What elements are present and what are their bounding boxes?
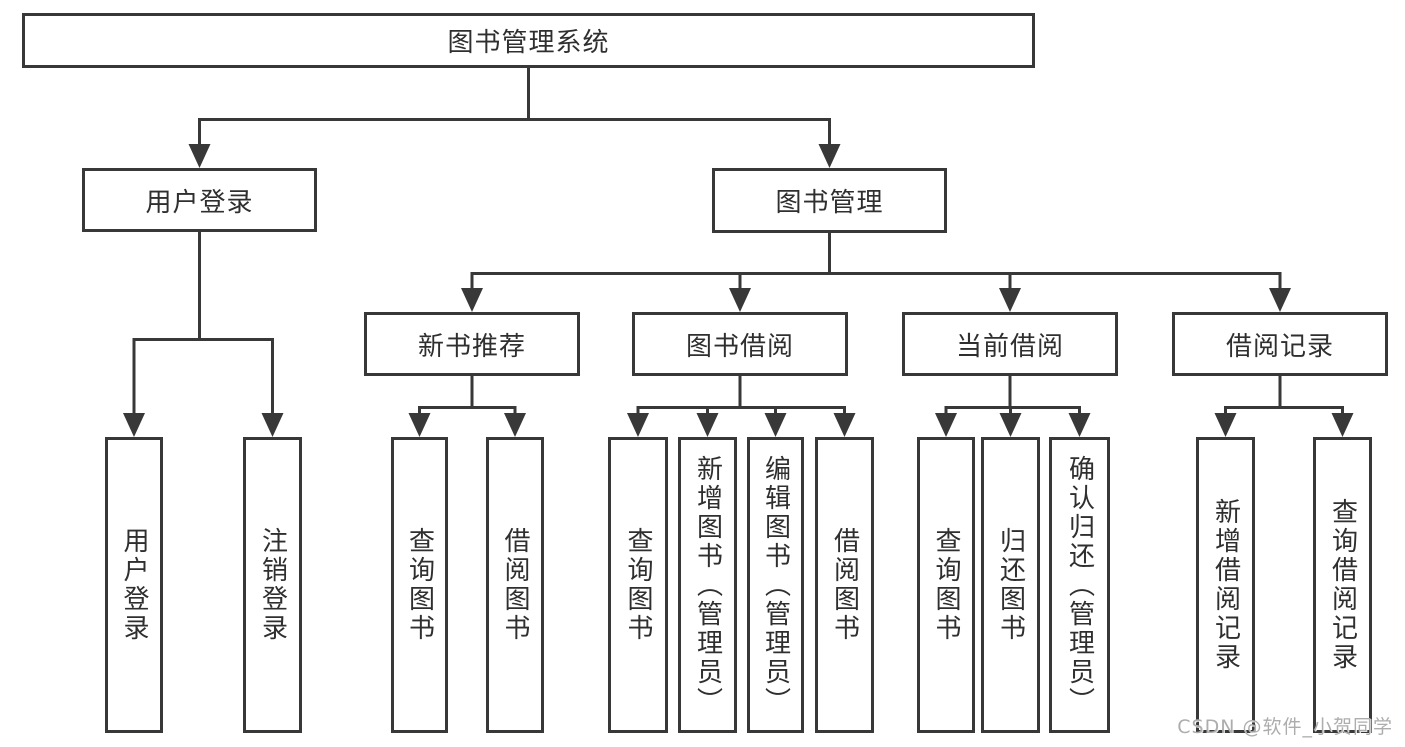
leaf-logout: 注销登录: [243, 437, 302, 733]
leaf-borrow-edit-books-admin-label: 编辑图书（管理员）: [760, 454, 791, 716]
leaf-borrow-edit-books-admin: 编辑图书（管理员）: [747, 437, 804, 733]
node-book-management: 图书管理: [712, 168, 947, 233]
arrowhead: [504, 413, 526, 437]
node-current-borrowing: 当前借阅: [902, 312, 1118, 376]
user-login-connectors: [123, 232, 284, 437]
node-new-book-recommendation: 新书推荐: [364, 312, 580, 376]
arrowhead: [935, 413, 957, 437]
node-borrowing-records: 借阅记录: [1172, 312, 1388, 376]
arrowhead: [1068, 413, 1091, 437]
arrowhead: [188, 144, 211, 168]
leaf-borrow-add-books-admin-label: 新增图书（管理员）: [692, 454, 723, 716]
node-user-login: 用户登录: [82, 168, 317, 232]
arrowhead: [1269, 288, 1291, 312]
root-connectors: [188, 68, 841, 168]
leaf-newrec-query-books-label: 查询图书: [404, 527, 435, 643]
arrowhead: [123, 413, 145, 437]
arrowhead: [999, 288, 1021, 312]
borrowing-records-connectors: [1214, 376, 1354, 437]
arrowhead: [261, 413, 284, 437]
arrowhead: [461, 288, 483, 312]
csdn-watermark: CSDN @软件_小贺同学: [1177, 716, 1393, 738]
arrowhead: [818, 144, 841, 168]
arrowhead: [729, 288, 751, 312]
book-management-connectors: [461, 233, 1291, 312]
leaf-records-add-record-label: 新增借阅记录: [1210, 498, 1241, 672]
book-borrowing-connectors: [627, 376, 856, 437]
leaf-borrow-borrow-books-label: 借阅图书: [829, 527, 860, 643]
leaf-current-return-books-label: 归还图书: [995, 527, 1026, 643]
leaf-borrow-query-books-label: 查询图书: [623, 527, 653, 643]
leaf-borrow-query-books: 查询图书: [608, 437, 668, 733]
new-book-recommendation-connectors: [408, 376, 526, 437]
leaf-newrec-borrow-books: 借阅图书: [486, 437, 544, 733]
leaf-newrec-query-books: 查询图书: [391, 437, 448, 733]
arrowhead: [833, 413, 856, 437]
leaf-records-add-record: 新增借阅记录: [1196, 437, 1255, 733]
node-book-borrowing: 图书借阅: [632, 312, 848, 376]
node-library-system: 图书管理系统: [22, 13, 1035, 68]
leaf-current-query-books-label: 查询图书: [931, 527, 961, 643]
leaf-borrow-add-books-admin: 新增图书（管理员）: [678, 437, 737, 733]
leaf-user-login: 用户登录: [105, 437, 163, 733]
arrowhead: [1214, 413, 1237, 437]
leaf-newrec-borrow-books-label: 借阅图书: [500, 527, 530, 643]
current-borrowing-connectors: [935, 376, 1091, 437]
leaf-borrow-borrow-books: 借阅图书: [815, 437, 874, 733]
arrowhead: [1331, 413, 1354, 437]
leaf-current-query-books: 查询图书: [917, 437, 975, 733]
leaf-current-return-books: 归还图书: [981, 437, 1040, 733]
arrowhead: [408, 413, 431, 437]
arrowhead: [627, 413, 649, 437]
leaf-records-query-record: 查询借阅记录: [1313, 437, 1372, 733]
leaf-current-confirm-return-admin: 确认归还（管理员）: [1049, 437, 1110, 733]
leaf-user-login-label: 用户登录: [119, 527, 149, 643]
arrowhead: [696, 413, 719, 437]
leaf-current-confirm-return-admin-label: 确认归还（管理员）: [1064, 454, 1095, 716]
arrowhead: [764, 413, 787, 437]
leaf-records-query-record-label: 查询借阅记录: [1327, 498, 1358, 672]
arrowhead: [999, 413, 1022, 437]
leaf-logout-label: 注销登录: [257, 527, 288, 643]
